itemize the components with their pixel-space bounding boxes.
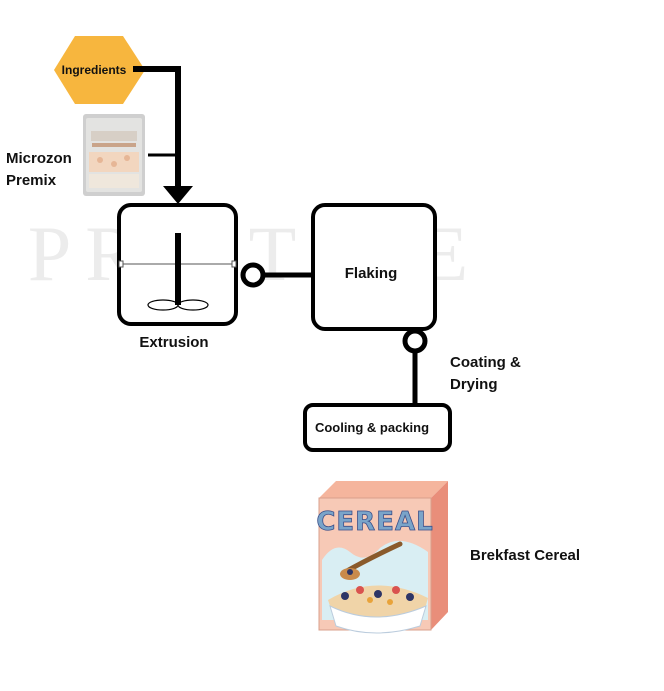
cooling-packing-label: Cooling & packing	[315, 420, 429, 435]
pump-circle-1	[240, 262, 266, 288]
flaking-box	[311, 203, 437, 331]
cereal-box-logo: CEREAL	[316, 507, 433, 537]
premix-label-line2: Premix	[6, 172, 57, 189]
ingredients-label: Ingredients	[62, 63, 127, 77]
feed-connectors	[133, 66, 181, 190]
hexagon-shape	[54, 36, 145, 104]
pump-circle-2	[402, 328, 428, 354]
premix-label-line1: Microzon	[6, 150, 72, 167]
cooling-packing-node: Cooling & packing	[303, 403, 452, 452]
flaking-node: Flaking	[311, 203, 437, 331]
product-label: Brekfast Cereal	[470, 547, 580, 564]
extrusion-label: Extrusion	[139, 334, 208, 351]
ingredients-feed-line	[133, 66, 181, 190]
cooling-packing-box	[303, 403, 452, 452]
ingredients-node: Ingredients	[54, 36, 145, 104]
mixer-blade-right	[177, 299, 209, 311]
coating-label-line2: Drying	[450, 376, 498, 393]
extrusion-node	[117, 203, 238, 326]
coating-label-line1: Coating &	[450, 354, 521, 371]
feed-arrowhead	[163, 186, 193, 204]
flaking-label: Flaking	[345, 265, 398, 282]
cereal-box-image: CEREAL	[316, 481, 448, 634]
premix-pouch-image	[83, 114, 145, 196]
